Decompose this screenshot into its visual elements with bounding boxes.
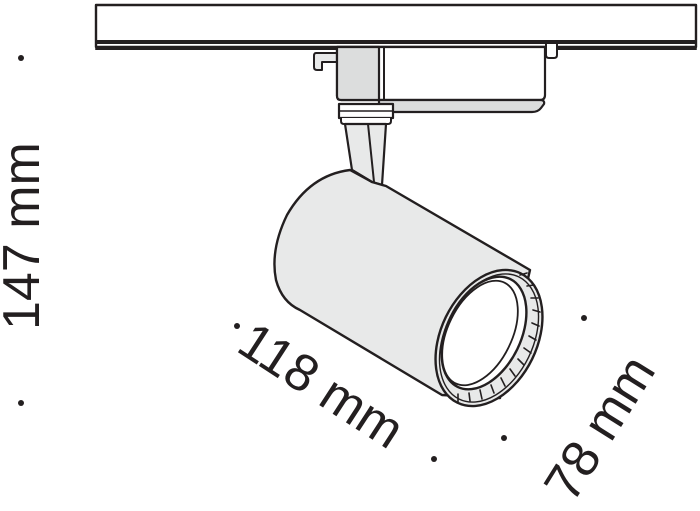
track-rail [94,3,698,50]
height-dimension-label: 147 mm [0,142,51,330]
lamp-arm [343,122,388,187]
lens [440,275,528,391]
spotlight-dimension-drawing [94,3,698,408]
length-dim-start-dot [234,323,240,329]
track-adapter [313,43,558,114]
height-dim-top-dot [18,55,24,61]
diameter-dim-bottom-dot [501,435,507,441]
diameter-dim-top-dot [581,315,587,321]
height-dim-bottom-dot [18,400,24,406]
length-dim-end-dot [431,456,437,462]
swivel-joint [337,102,395,125]
